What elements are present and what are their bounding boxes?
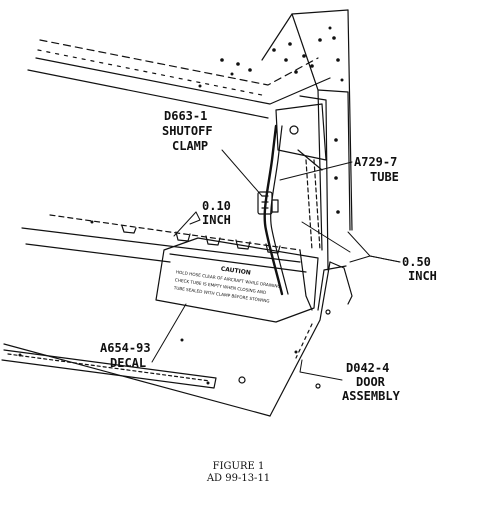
ad-number: AD 99-13-11 bbox=[206, 473, 271, 484]
callout-clamp-line: CLAMP bbox=[172, 139, 208, 153]
callout-clamp-part: D663-1 bbox=[164, 109, 207, 123]
door-frame-post bbox=[261, 9, 353, 271]
callout-decal-line: DECAL bbox=[110, 356, 146, 370]
decal-plate bbox=[155, 237, 319, 323]
callout-dim-small-unit: INCH bbox=[202, 213, 231, 227]
callout-dim-large-value: 0.50 bbox=[402, 255, 431, 269]
sill-panel bbox=[21, 214, 301, 263]
callout-door: D042-4 DOOR ASSEMBLY bbox=[342, 361, 401, 403]
callout-door-part: D042-4 bbox=[346, 361, 389, 375]
shutoff-clamp bbox=[257, 191, 279, 215]
callout-dim-small: 0.10 INCH bbox=[202, 199, 231, 227]
drain-tube bbox=[263, 124, 289, 296]
callout-dim-small-value: 0.10 bbox=[202, 199, 231, 213]
rivet-holes bbox=[198, 26, 344, 214]
figure-number: FIGURE 1 bbox=[212, 461, 265, 472]
decal-plate-title: CAUTION bbox=[220, 266, 251, 277]
frame-strap bbox=[305, 159, 321, 251]
door-panel bbox=[3, 249, 353, 417]
leader-lines bbox=[151, 149, 401, 381]
callout-clamp: D663-1 SHUTOFF CLAMP bbox=[162, 109, 213, 153]
decal-strip bbox=[1, 349, 217, 389]
callout-tube: A729-7 TUBE bbox=[354, 155, 399, 184]
callout-decal-part: A654-93 bbox=[100, 341, 151, 355]
upper-skin-panel bbox=[27, 39, 331, 119]
callout-door-line: DOOR bbox=[356, 375, 386, 389]
callout-tube-line: TUBE bbox=[370, 170, 399, 184]
callout-dim-large: 0.50 INCH bbox=[402, 255, 437, 283]
callout-tube-part: A729-7 bbox=[354, 155, 397, 169]
figure-caption: FIGURE 1 AD 99-13-11 bbox=[0, 461, 477, 485]
callout-dim-large-unit: INCH bbox=[408, 269, 437, 283]
callout-door-line: ASSEMBLY bbox=[342, 389, 401, 403]
callout-clamp-line: SHUTOFF bbox=[162, 124, 213, 138]
callout-decal: A654-93 DECAL bbox=[100, 341, 151, 370]
